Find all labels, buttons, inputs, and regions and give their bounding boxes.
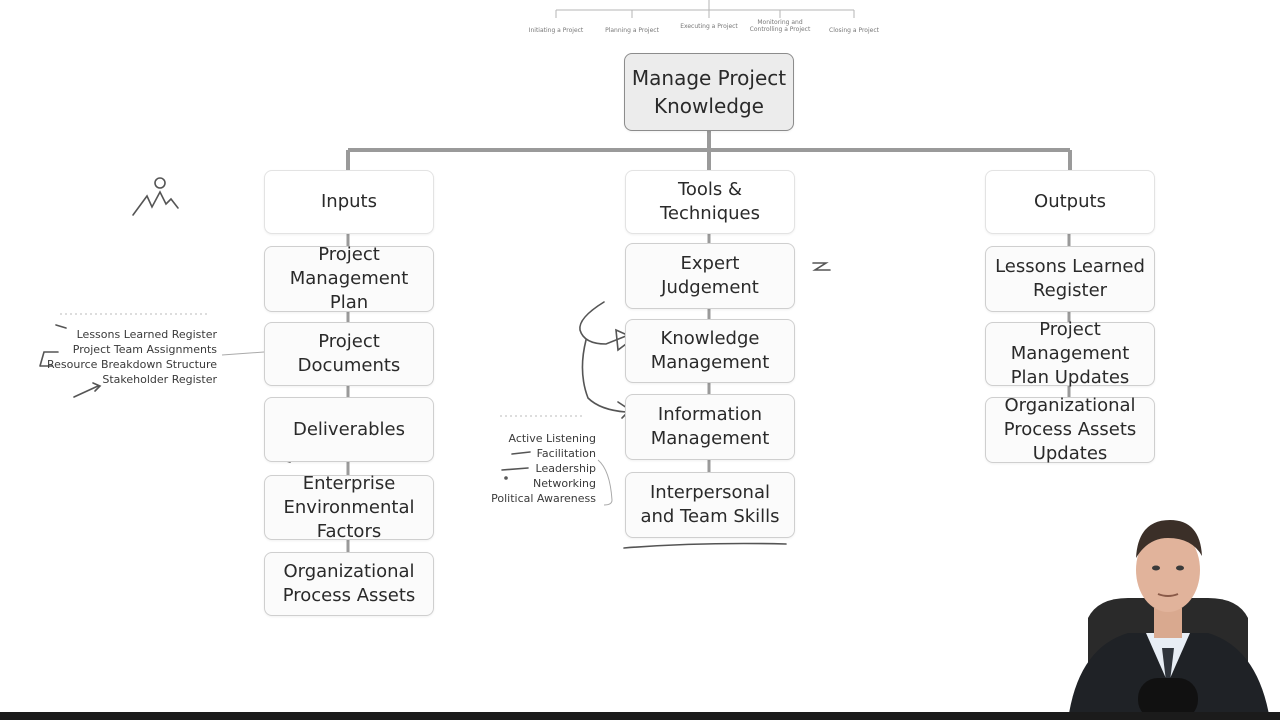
doc-item: Project Team Assignments: [72, 343, 217, 356]
input-project-documents: Project Documents: [264, 322, 434, 386]
output-project-management-plan-updates: Project Management Plan Updates: [985, 319, 1155, 388]
process-step-planning: Planning a Project: [605, 27, 659, 34]
skill-item: Networking: [533, 477, 596, 490]
process-step-executing: Executing a Project: [680, 23, 738, 30]
interpersonal-skills-list: Active Listening Facilitation Leadership…: [491, 431, 596, 506]
skill-item: Facilitation: [536, 447, 596, 460]
skill-item: Political Awareness: [491, 492, 596, 505]
outputs-header: Outputs: [985, 170, 1155, 234]
tool-knowledge-management: Knowledge Management: [625, 319, 795, 383]
skill-item: Leadership: [535, 462, 596, 475]
inputs-header: Inputs: [264, 170, 434, 234]
skill-item: Active Listening: [508, 432, 596, 445]
process-step-monitoring: Monitoring and Controlling a Project: [749, 19, 811, 33]
input-organizational-process-assets: Organizational Process Assets: [264, 552, 434, 616]
tool-information-management: Information Management: [625, 394, 795, 460]
tool-expert-judgement: Expert Judgement: [625, 243, 795, 309]
doc-item: Resource Breakdown Structure: [47, 358, 217, 371]
output-lessons-learned-register: Lessons Learned Register: [985, 246, 1155, 312]
process-step-initiating: Initiating a Project: [528, 27, 584, 34]
tool-interpersonal-team-skills: Interpersonal and Team Skills: [625, 472, 795, 538]
output-opa-updates: Organizational Process Assets Updates: [985, 395, 1155, 464]
doc-item: Stakeholder Register: [102, 373, 217, 386]
input-deliverables: Deliverables: [264, 397, 434, 462]
presenter-video: [1058, 498, 1280, 720]
process-step-closing: Closing a Project: [829, 27, 879, 34]
input-enterprise-environmental-factors: Enterprise Environmental Factors: [264, 473, 434, 542]
tools-header: Tools & Techniques: [625, 170, 795, 234]
input-project-management-plan: Project Management Plan: [264, 244, 434, 313]
project-documents-list: Lessons Learned Register Project Team As…: [47, 327, 217, 387]
process-title: Manage Project Knowledge: [624, 53, 794, 131]
doc-item: Lessons Learned Register: [76, 328, 217, 341]
bottom-bar: [0, 712, 1280, 720]
